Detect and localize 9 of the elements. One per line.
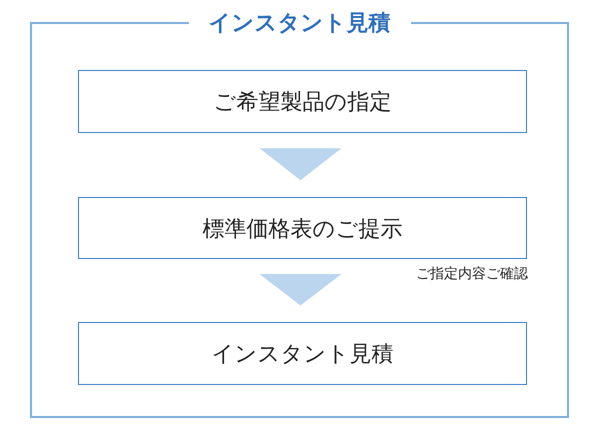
process-box — [78, 322, 527, 385]
chevron-arrow — [260, 274, 342, 306]
chevron-arrow — [260, 148, 342, 180]
process-box — [78, 70, 527, 133]
step-label: 標準価格表のご提示 — [202, 214, 402, 242]
note-text: ご指定内容ご確認 — [416, 264, 528, 282]
step-label: インスタント見積 — [212, 340, 394, 368]
step-label: ご希望製品の指定 — [214, 88, 392, 116]
frame-title: インスタント見積 — [188, 9, 410, 37]
